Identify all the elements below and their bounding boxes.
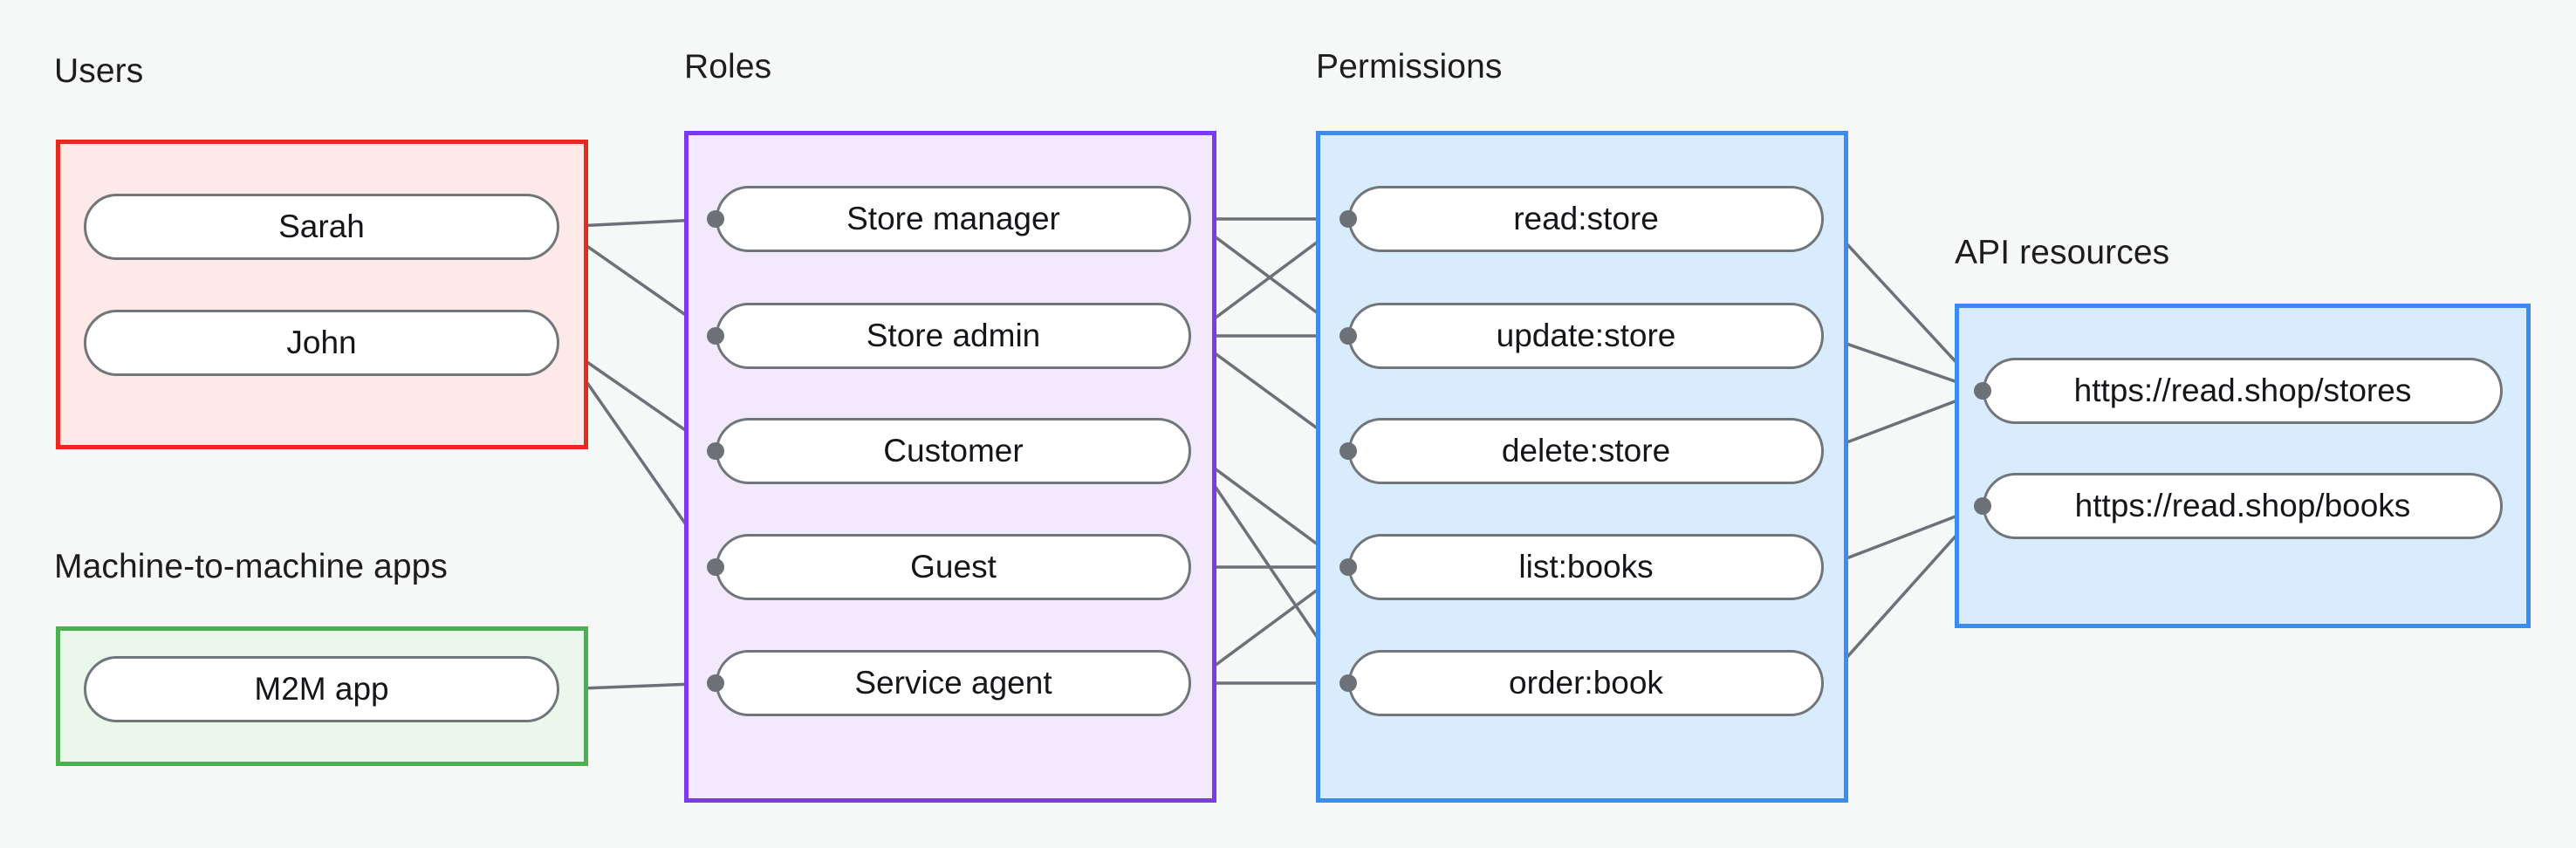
node-list_books[interactable]: list:books bbox=[1348, 534, 1824, 600]
node-guest[interactable]: Guest bbox=[716, 534, 1191, 600]
node-label: M2M app bbox=[254, 671, 389, 707]
endpoint-dot-read_store bbox=[1339, 210, 1357, 228]
endpoint-dot-guest bbox=[707, 558, 724, 576]
node-m2mapp[interactable]: M2M app bbox=[84, 656, 559, 722]
node-service_agent[interactable]: Service agent bbox=[716, 650, 1191, 716]
node-label: Store admin bbox=[866, 318, 1041, 353]
node-label: delete:store bbox=[1501, 433, 1671, 468]
endpoint-dot-order_book bbox=[1339, 674, 1357, 692]
endpoint-dot-list_books bbox=[1339, 558, 1357, 576]
endpoint-dot-res_stores bbox=[1974, 382, 1991, 400]
endpoint-dot-customer bbox=[707, 442, 724, 460]
node-store_admin[interactable]: Store admin bbox=[716, 303, 1191, 369]
node-label: Sarah bbox=[278, 209, 365, 244]
node-res_books[interactable]: https://read.shop/books bbox=[1983, 473, 2503, 539]
node-label: list:books bbox=[1518, 549, 1654, 585]
endpoint-dot-store_manager bbox=[707, 210, 724, 228]
node-read_store[interactable]: read:store bbox=[1348, 186, 1824, 252]
endpoint-dot-service_agent bbox=[707, 674, 724, 692]
node-update_store[interactable]: update:store bbox=[1348, 303, 1824, 369]
node-label: order:book bbox=[1509, 665, 1663, 701]
endpoint-dot-res_books bbox=[1974, 497, 1991, 515]
node-label: Store manager bbox=[846, 201, 1060, 236]
endpoint-dot-delete_store bbox=[1339, 442, 1357, 460]
group-label-roles: Roles bbox=[684, 48, 772, 85]
node-sarah[interactable]: Sarah bbox=[84, 194, 559, 260]
node-customer[interactable]: Customer bbox=[716, 418, 1191, 484]
node-label: update:store bbox=[1496, 318, 1676, 353]
node-label: Guest bbox=[910, 549, 997, 585]
node-order_book[interactable]: order:book bbox=[1348, 650, 1824, 716]
node-label: https://read.shop/stores bbox=[2073, 373, 2412, 408]
node-label: read:store bbox=[1513, 201, 1659, 236]
node-john[interactable]: John bbox=[84, 310, 559, 376]
group-label-users: Users bbox=[54, 52, 144, 90]
endpoint-dot-update_store bbox=[1339, 327, 1357, 345]
node-label: Service agent bbox=[854, 665, 1052, 701]
endpoint-dot-store_admin bbox=[707, 327, 724, 345]
group-label-m2m: Machine-to-machine apps bbox=[54, 548, 449, 585]
node-label: Customer bbox=[883, 433, 1024, 468]
node-delete_store[interactable]: delete:store bbox=[1348, 418, 1824, 484]
node-label: John bbox=[286, 325, 357, 360]
group-label-permissions: Permissions bbox=[1316, 48, 1503, 85]
node-label: https://read.shop/books bbox=[2074, 488, 2411, 523]
node-store_manager[interactable]: Store manager bbox=[716, 186, 1191, 252]
group-label-resources: API resources bbox=[1955, 234, 2170, 271]
node-res_stores[interactable]: https://read.shop/stores bbox=[1983, 358, 2503, 424]
group-box-users bbox=[56, 140, 588, 449]
group-box-resources bbox=[1955, 304, 2531, 628]
